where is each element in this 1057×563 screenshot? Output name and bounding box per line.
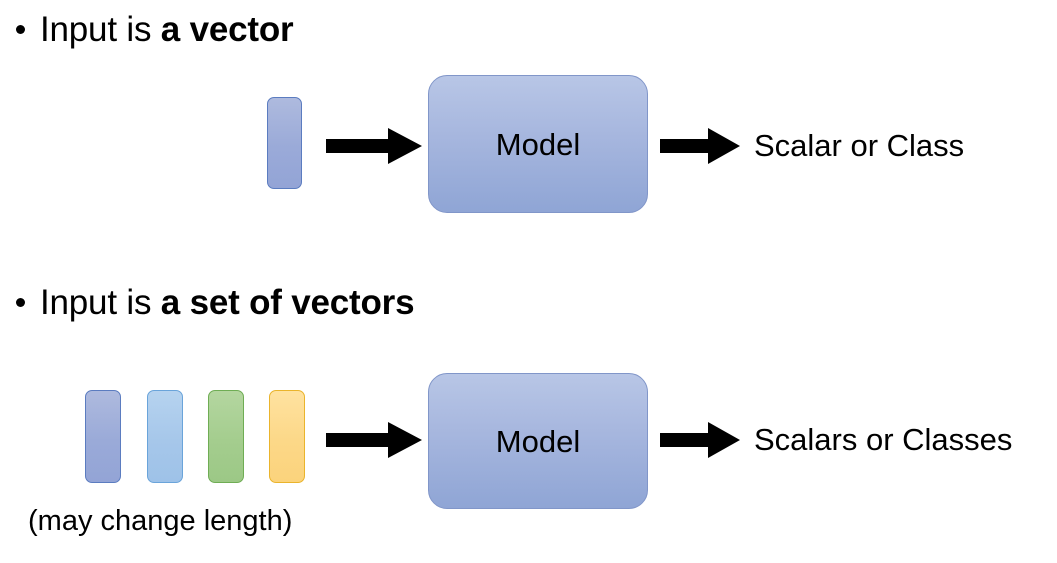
model-box: Model: [428, 373, 648, 509]
output-label-scalar-or-class: Scalar or Class: [754, 128, 965, 163]
input-vector: [267, 97, 302, 189]
bullet-text-emphasis: a set of vectors: [160, 283, 415, 322]
bullet-text: Input is a vector: [40, 10, 294, 49]
bullet-text: Input is a set of vectors: [40, 283, 415, 322]
bullet-text-prefix: Input is: [40, 10, 161, 49]
model-box: Model: [428, 75, 648, 213]
output-label-scalars-or-classes: Scalars or Classes: [754, 422, 1013, 457]
arrow-right-icon: [660, 128, 740, 164]
arrow-right-icon: [660, 422, 740, 458]
bullet-item-input-is-a-vector: Input is a vector: [16, 10, 294, 49]
arrow-right-icon: [326, 422, 422, 458]
input-vector-2: [147, 390, 183, 483]
caption-may-change-length: (may change length): [28, 505, 293, 537]
arrow-right-icon: [326, 128, 422, 164]
input-vector-1: [85, 390, 121, 483]
model-label: Model: [495, 126, 581, 162]
bullet-item-input-is-a-set-of-vectors: Input is a set of vectors: [16, 283, 415, 322]
bullet-text-prefix: Input is: [40, 283, 161, 322]
bullet-text-emphasis: a vector: [160, 10, 294, 49]
input-vector-4: [269, 390, 305, 483]
bullet-dot-icon: [16, 298, 25, 307]
bullet-dot-icon: [16, 25, 25, 34]
model-label: Model: [495, 423, 581, 459]
input-vector-3: [208, 390, 244, 483]
